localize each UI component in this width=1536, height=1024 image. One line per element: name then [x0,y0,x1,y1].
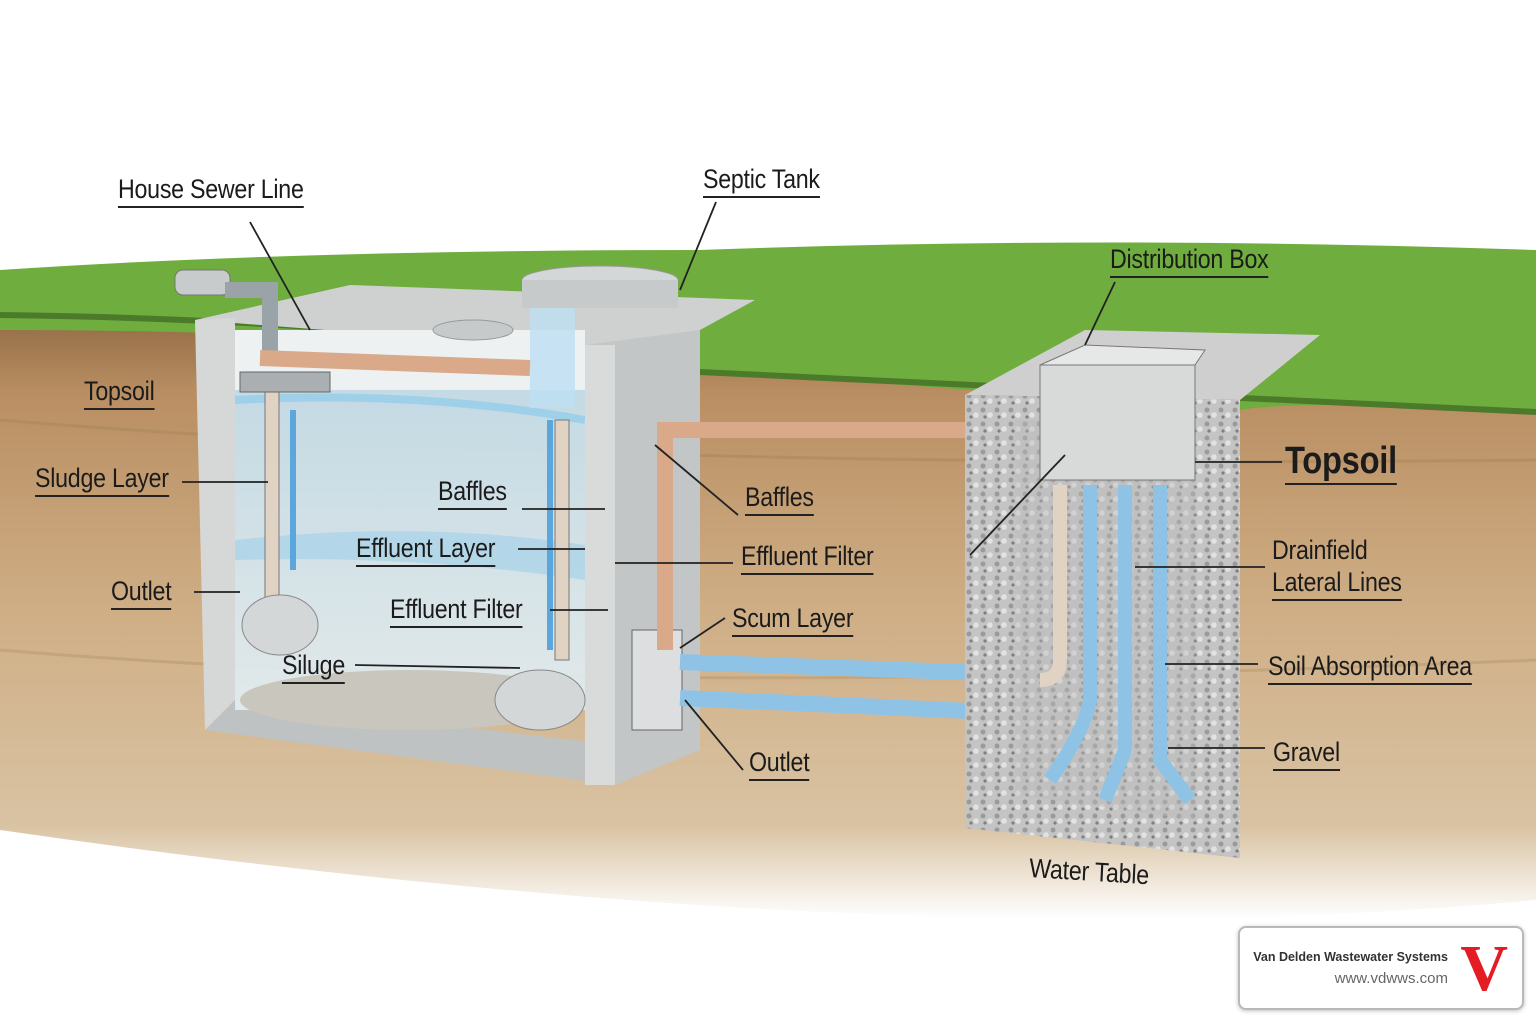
label-outlet: Outlet [111,575,172,610]
company-name: Van Delden Wastewater Systems [1253,950,1448,964]
label-effluent-filter-right: Effluent Filter [741,540,874,575]
label-baffles: Baffles [438,475,507,510]
label-effluent-layer: Effluent Layer [356,532,496,567]
drainfield-trench [965,330,1320,858]
label-scum-layer: Scum Layer [732,602,854,637]
label-drainfield-line2: Lateral Lines [1272,567,1402,601]
label-sludge-layer: Sludge Layer [35,462,169,497]
septic-tank [174,265,755,785]
label-outlet-right: Outlet [749,746,810,781]
logo-mark: V [1460,932,1508,1005]
label-effluent-filter: Effluent Filter [390,593,523,628]
leader-lines [182,201,1282,771]
label-soil-absorption-area: Soil Absorption Area [1268,650,1472,685]
label-house-sewer-line: House Sewer Line [118,173,304,208]
label-distribution-box: Distribution Box [1110,243,1269,278]
label-baffles-right: Baffles [745,481,814,516]
label-topsoil-right: Topsoil [1285,440,1397,485]
company-logo-badge: Van Delden Wastewater Systems www.vdwws.… [1238,926,1524,1010]
label-gravel: Gravel [1273,736,1340,771]
label-siluge: Siluge [282,649,345,684]
label-topsoil: Topsoil [84,375,155,410]
company-url: www.vdwws.com [1334,970,1448,987]
label-septic-tank: Septic Tank [703,163,820,198]
label-drainfield-line1: Drainfield [1272,535,1368,565]
